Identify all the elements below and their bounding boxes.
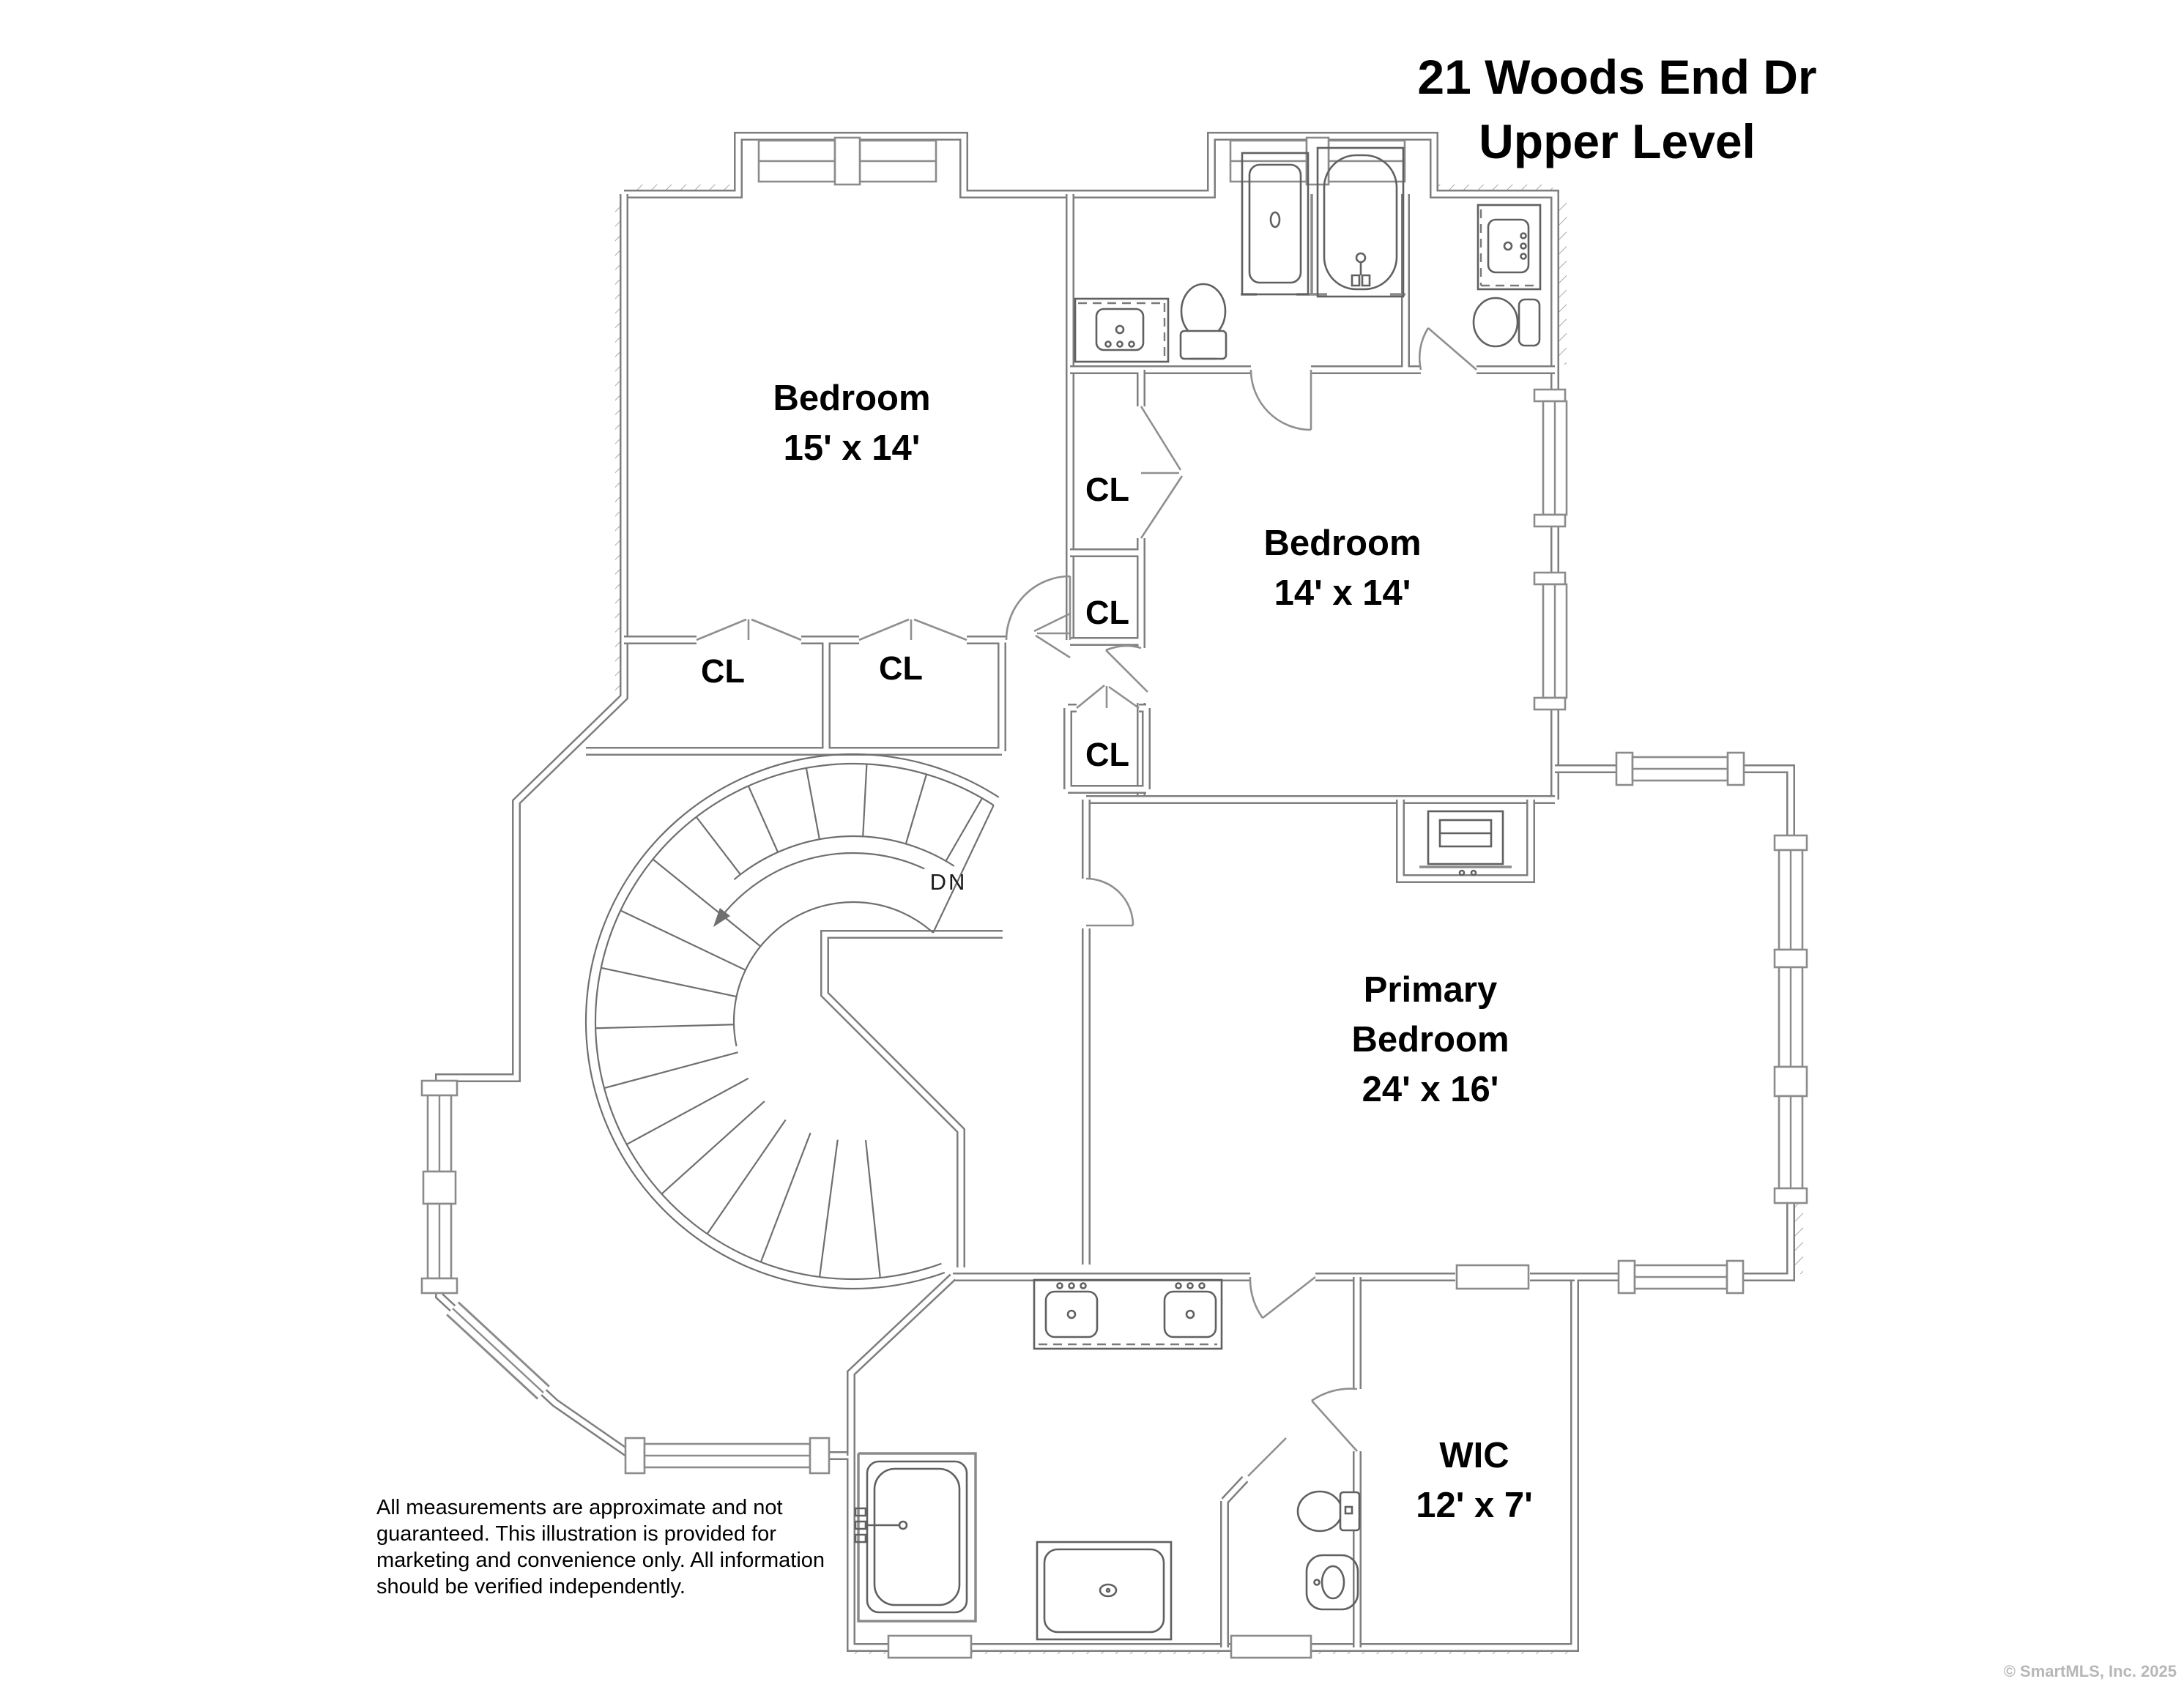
interior-walls — [586, 194, 1575, 1647]
toilet-symbol — [1296, 1490, 1343, 1533]
bathtub-symbol — [1316, 146, 1405, 298]
room-label-bedroom-1-dims: 15' x 14' — [784, 428, 921, 468]
disclaimer-line3: marketing and convenience only. All info… — [376, 1549, 825, 1572]
plan-title-line1: 21 Woods End Dr — [1417, 50, 1816, 104]
curved-staircase — [584, 753, 1000, 1290]
room-label-bedroom-2-dims: 14' x 14' — [1274, 573, 1411, 613]
room-label-wic-name: WIC — [1439, 1436, 1509, 1475]
shower-stall-symbol — [1241, 152, 1310, 296]
double-vanity-symbol — [1033, 1278, 1223, 1350]
ensuite-bath-fixtures — [1472, 204, 1542, 348]
stairs-down-label: DN — [930, 869, 967, 895]
toilet-symbol — [1472, 297, 1519, 348]
exterior-walls — [435, 132, 1795, 1652]
copyright-notice: © SmartMLS, Inc. 2025 — [2004, 1662, 2177, 1680]
vanity-symbol — [1477, 204, 1542, 291]
fireplace-symbol — [1419, 810, 1512, 876]
room-label-primary-line2: Bedroom — [1351, 1020, 1509, 1060]
room-label-bedroom-1-name: Bedroom — [773, 379, 930, 418]
bath-alcove-partitions — [1241, 194, 1405, 296]
soaking-tub-symbol — [866, 1460, 968, 1614]
bidet-symbol — [1305, 1554, 1359, 1611]
sink-symbol — [1487, 218, 1530, 274]
doors — [696, 327, 1477, 1477]
labels: 21 Woods End Dr Upper Level Bedroom 15' … — [376, 50, 2177, 1680]
plan-title-line2: Upper Level — [1479, 114, 1756, 168]
sink-symbol — [1044, 1290, 1099, 1338]
hall-bath-fixtures — [1074, 146, 1405, 363]
room-label-bedroom-2-name: Bedroom — [1263, 524, 1421, 563]
closet-label-1: CL — [701, 652, 745, 690]
disclaimer-line2: guaranteed. This illustration is provide… — [376, 1522, 776, 1546]
sink-symbol — [1095, 308, 1145, 351]
vanity-symbol — [1074, 297, 1170, 363]
disclaimer-line4: should be verified independently. — [376, 1575, 686, 1598]
room-label-primary-line1: Primary — [1364, 970, 1498, 1010]
closet-label-2: CL — [879, 649, 923, 687]
room-label-wic-dims: 12' x 7' — [1416, 1486, 1533, 1525]
sink-symbol — [1163, 1290, 1217, 1338]
closet-label-3: CL — [1085, 471, 1129, 508]
closet-label-5: CL — [1085, 736, 1129, 773]
shower-symbol — [1036, 1541, 1173, 1641]
windows — [420, 136, 1808, 1659]
disclaimer-line1: All measurements are approximate and not — [376, 1496, 783, 1519]
room-label-primary-dims: 24' x 16' — [1362, 1070, 1499, 1109]
primary-bath-fixtures — [854, 1278, 1361, 1641]
closet-label-4: CL — [1085, 594, 1129, 631]
